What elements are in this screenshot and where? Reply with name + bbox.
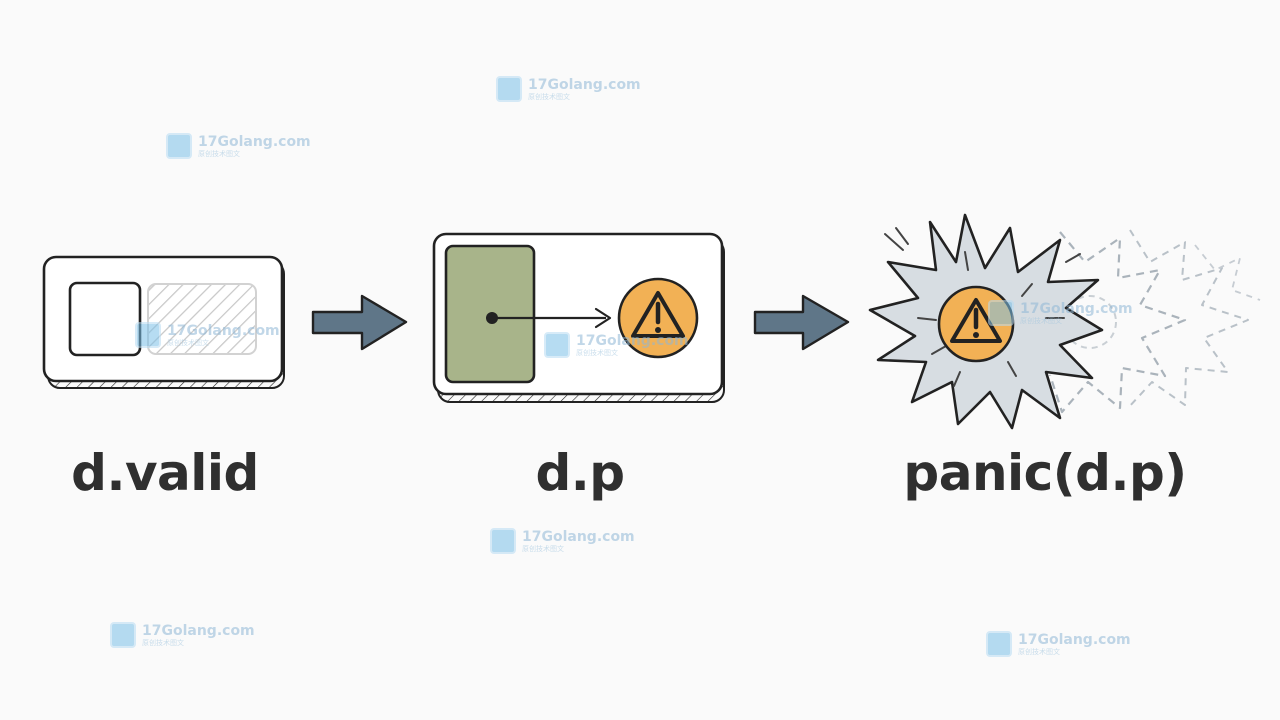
watermark-logo-icon xyxy=(110,622,136,648)
watermark-logo-icon xyxy=(988,300,1014,326)
watermark-logo-icon xyxy=(135,322,161,348)
right-arrow-icon xyxy=(753,294,850,351)
watermark-logo-icon xyxy=(166,133,192,159)
label-panic: panic(d.p) xyxy=(903,444,1187,502)
watermark-logo-icon xyxy=(986,631,1012,657)
warning-triangle-icon xyxy=(617,277,699,359)
struct-box-pointer xyxy=(432,232,725,403)
right-arrow-icon xyxy=(311,294,408,351)
watermark-logo-icon xyxy=(496,76,522,102)
valid-field-box xyxy=(68,281,142,357)
empty-field-hatched xyxy=(147,283,257,355)
struct-box-valid xyxy=(42,255,285,389)
label-d-p: d.p xyxy=(535,444,625,502)
watermark-logo-icon xyxy=(544,332,570,358)
watermark-logo-icon xyxy=(490,528,516,554)
label-d-valid: d.valid xyxy=(71,444,259,502)
